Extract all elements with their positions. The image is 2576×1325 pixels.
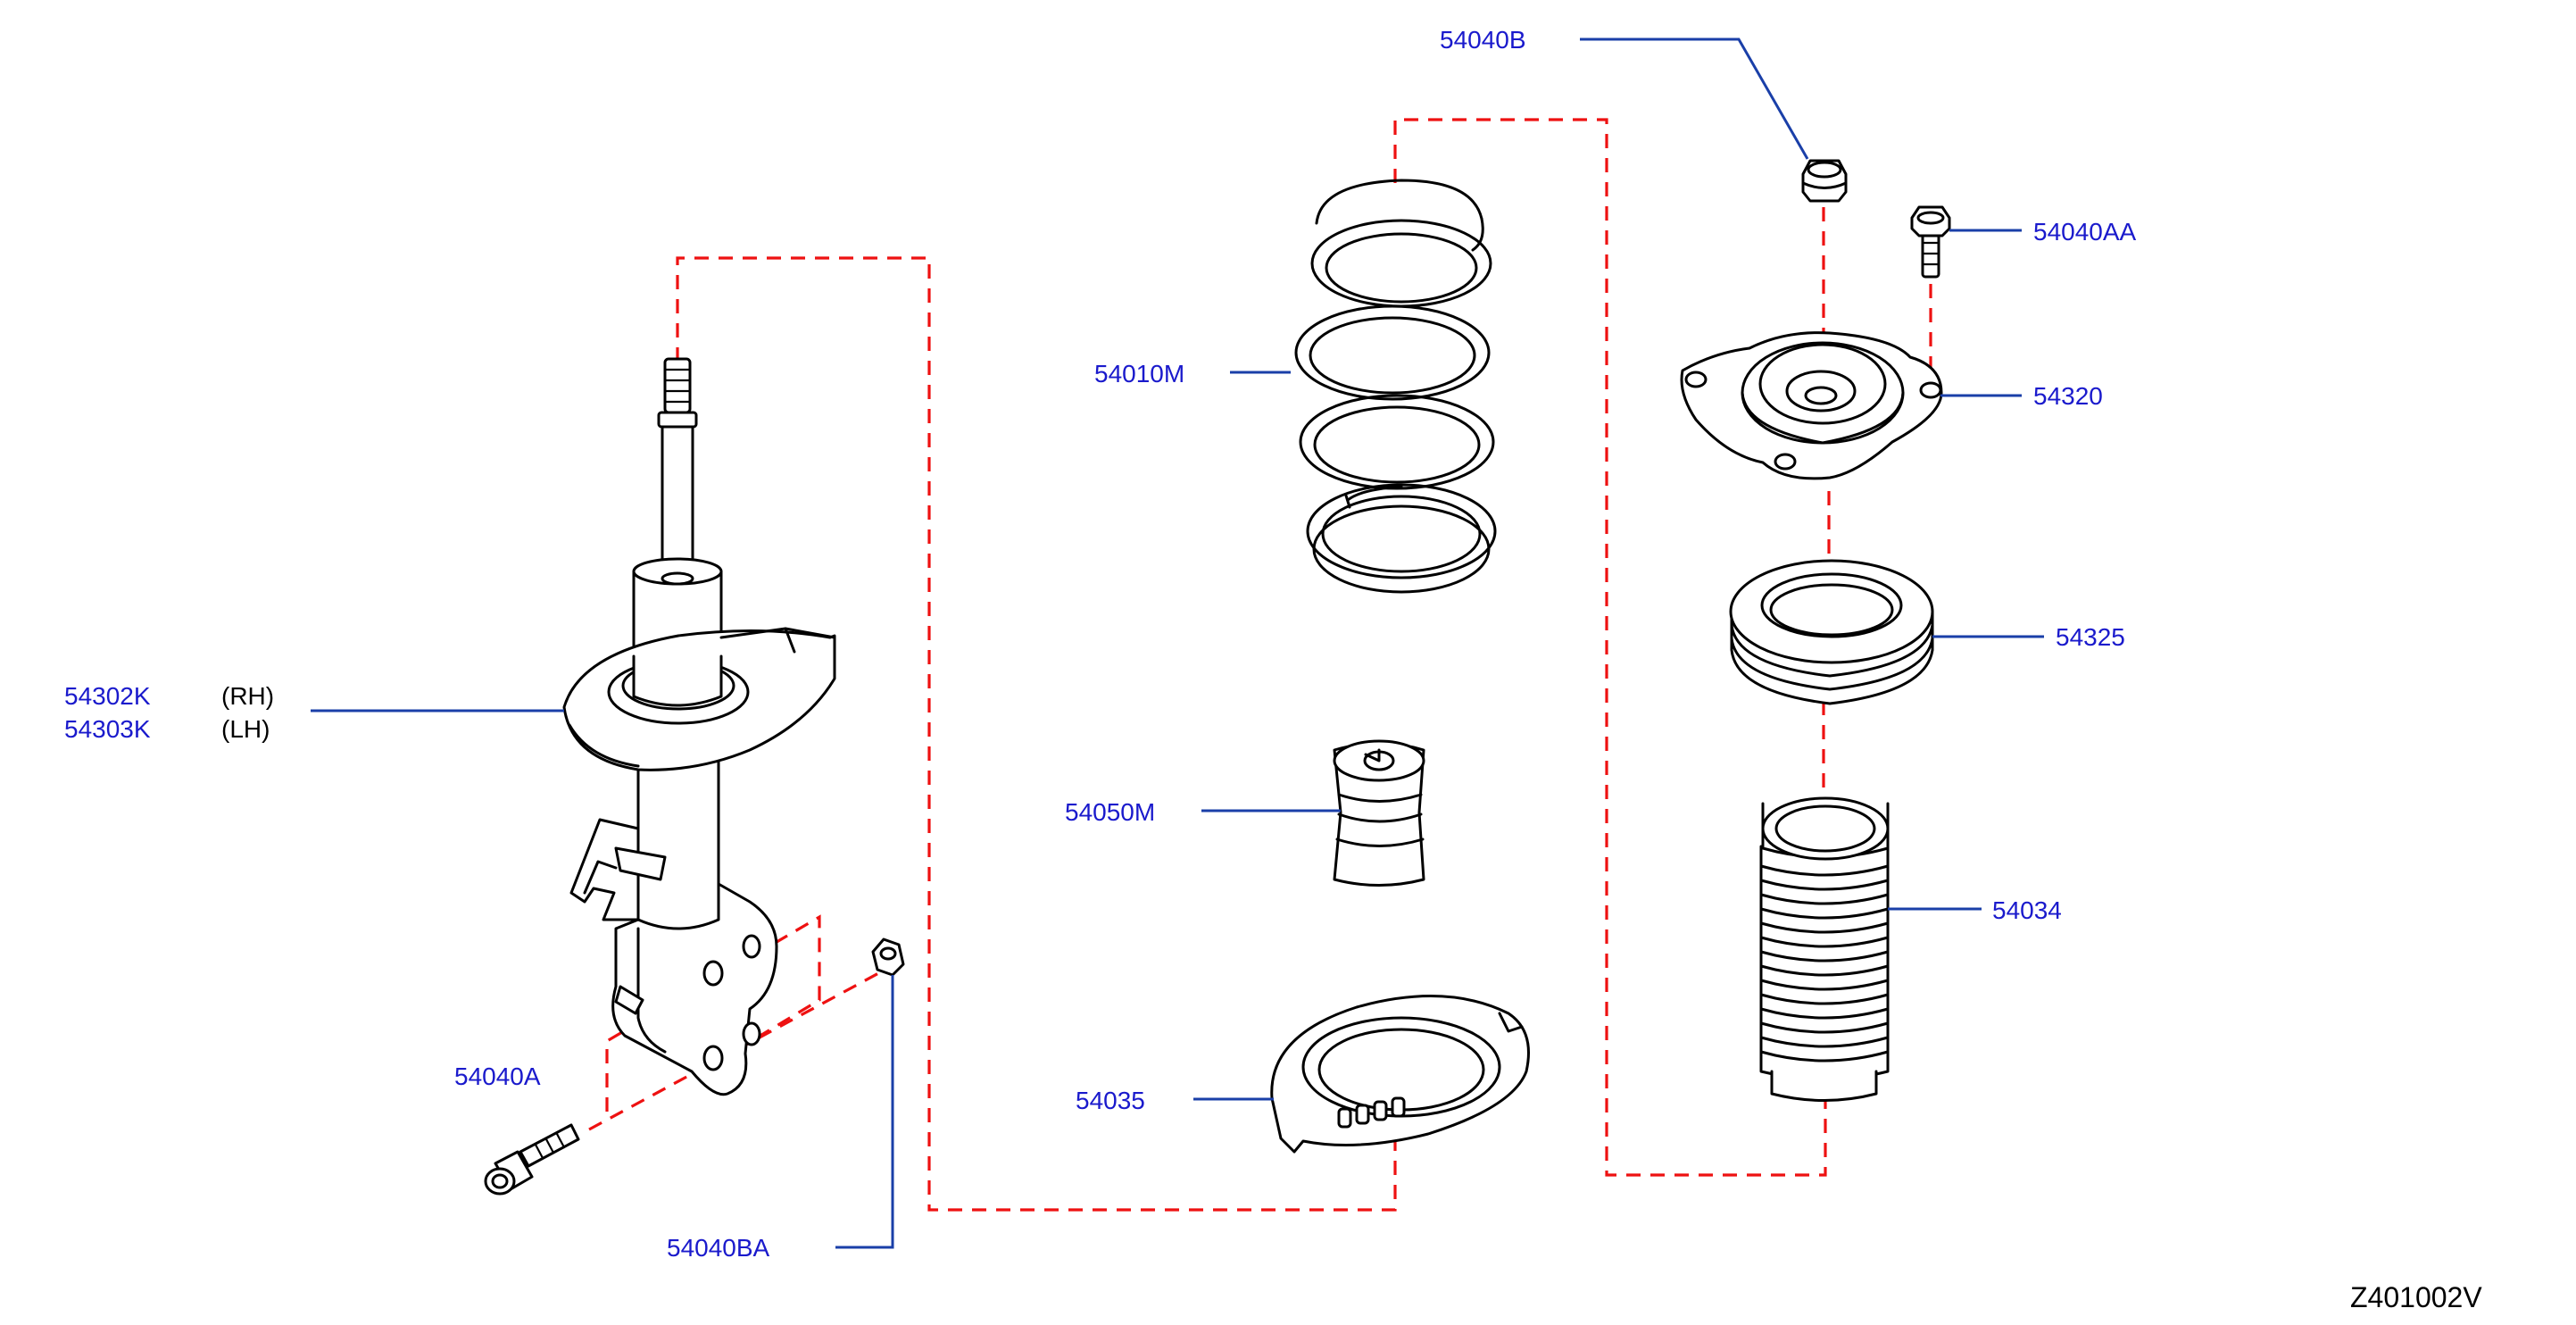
label-54010m: 54010M [1094,360,1184,388]
nut-54040ba-drawing [871,938,905,977]
label-54303k: 54303K [64,715,151,743]
label-54325: 54325 [2056,623,2125,651]
label-54050m: 54050M [1065,798,1155,826]
bolt-54040a-drawing [484,1123,580,1196]
strut-knuckle-bracket [611,882,778,1096]
spring-seat-slots [1337,1096,1406,1129]
strut-bracket [569,818,667,921]
leader-lines [311,38,2044,1249]
strut-body [636,757,720,939]
strut-mount-drawing [1680,331,1943,480]
bound-bumper-drawing [1333,739,1425,887]
label-54040ba: 54040BA [667,1234,770,1262]
strut-spring-seat-plate [562,627,836,771]
label-54320: 54320 [2033,382,2103,410]
leader-nut-ba [835,975,894,1249]
spring-seat-drawing [1270,995,1530,1154]
mount-bearing-drawing [1729,559,1934,705]
assembly-line-spring-mount [1393,118,1827,1177]
label-54302k: 54302K [64,682,151,710]
label-54040b: 54040B [1440,26,1526,54]
assembly-line-bolt-a [588,970,883,1131]
label-54040aa: 54040AA [2033,218,2137,246]
diagram-code: Z401002V [2350,1281,2482,1313]
dust-boot-drawing [1759,796,1890,1102]
part-labels: 54302K (RH) 54303K (LH) 54040A 54040BA 5… [64,26,2482,1313]
strut-assembly [562,357,836,1096]
nut-54040b-drawing [1801,159,1848,203]
bolt-54040aa-drawing [1910,205,1951,279]
leader-nut-b [1580,38,1809,160]
coil-spring-drawing [1294,179,1497,594]
strut-rod [657,357,698,580]
assembly-line-knuckle-bolts [605,914,821,1112]
label-54035: 54035 [1076,1087,1145,1114]
label-54034: 54034 [1992,896,2062,924]
label-lh: (LH) [221,715,270,743]
label-54040a: 54040A [454,1062,541,1090]
dust-boot-ribs [1759,864,1890,1062]
label-rh: (RH) [221,682,274,710]
assembly-line-strut-spring [676,256,1397,1212]
